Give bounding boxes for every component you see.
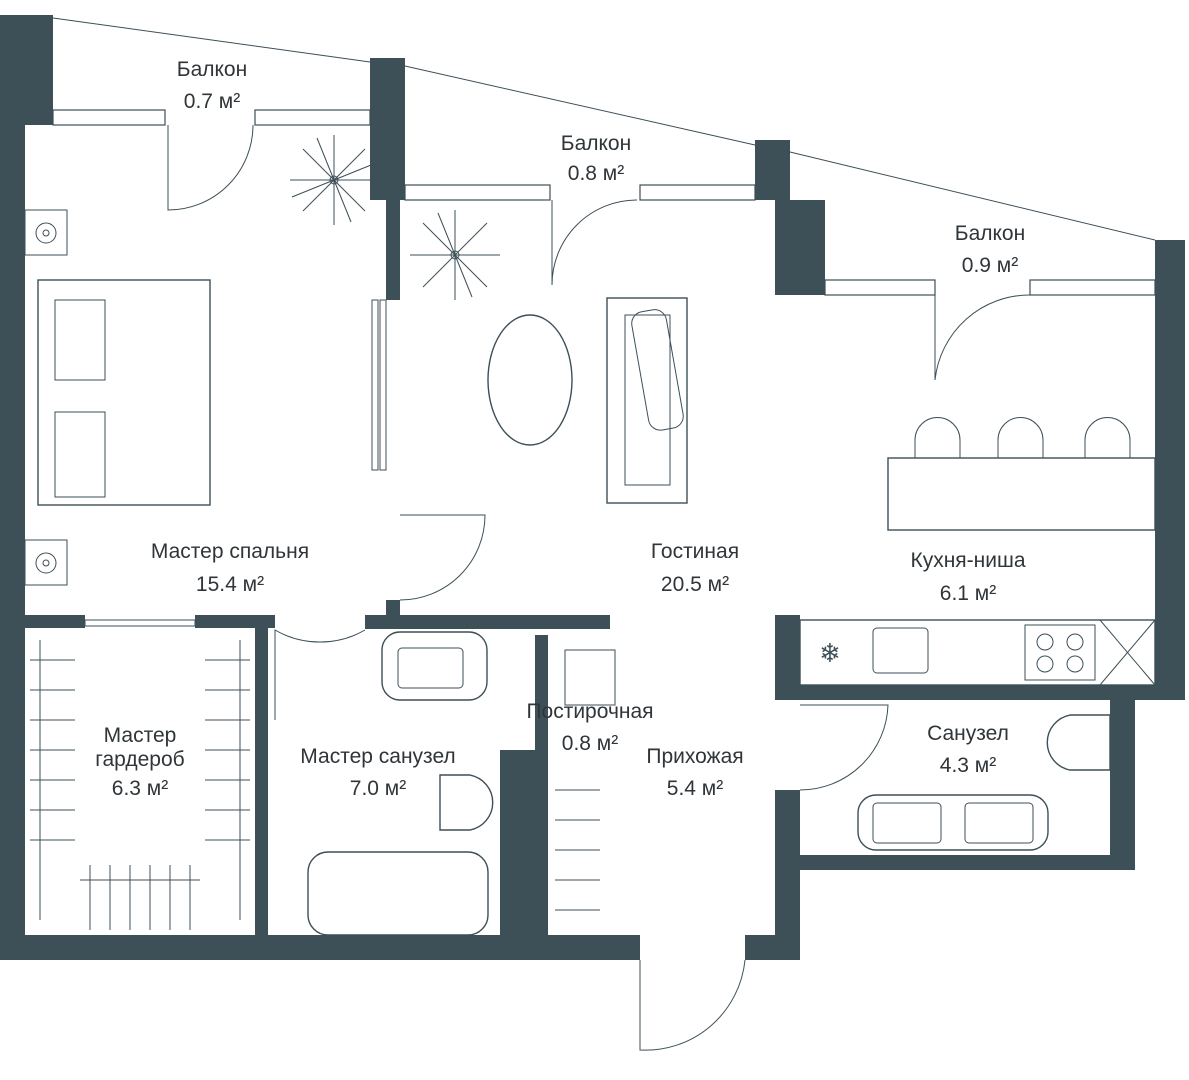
room-name: Прихожая <box>646 745 743 768</box>
fridge-icon: ❄ <box>819 639 841 669</box>
room-area: 7.0 м² <box>350 777 406 800</box>
room-name: Санузел <box>927 722 1009 745</box>
room-labels: Балкон 0.7 м² Балкон 0.8 м² Балкон 0.9 м… <box>95 58 1026 800</box>
room-area: 0.7 м² <box>184 90 240 113</box>
room-area: 0.8 м² <box>568 162 624 185</box>
room-area: 6.3 м² <box>112 777 168 800</box>
room-name: Балкон <box>177 58 247 81</box>
room-area: 0.8 м² <box>562 732 618 755</box>
room-area: 5.4 м² <box>667 777 723 800</box>
sink-icon <box>964 802 1034 844</box>
room-area: 6.1 м² <box>940 582 996 605</box>
room-name: Балкон <box>955 222 1025 245</box>
plant-icon <box>410 210 500 300</box>
sofa-icon <box>606 297 688 504</box>
room-name: Гостиная <box>651 540 739 563</box>
room-area: 15.4 м² <box>196 573 264 596</box>
walls <box>0 15 1185 960</box>
furniture: ❄ <box>24 135 1156 936</box>
balcony-edge <box>52 17 1156 241</box>
room-name: Кухня-ниша <box>910 549 1025 572</box>
washer-icon <box>564 649 616 706</box>
sink-icon <box>381 631 488 701</box>
sink-icon <box>872 802 942 844</box>
windows <box>52 109 1156 296</box>
room-name: Мастер спальня <box>151 540 309 563</box>
bathtub-icon <box>307 851 489 936</box>
toilet-icon <box>1046 714 1111 771</box>
room-area: 20.5 м² <box>661 573 729 596</box>
wardrobe-hangers <box>30 640 600 930</box>
room-name: Мастер санузел <box>300 745 455 768</box>
toilet-icon <box>439 774 494 831</box>
room-name: Мастер <box>104 724 177 747</box>
plant-icon <box>290 135 378 225</box>
room-name: Постирочная <box>526 700 653 723</box>
room-name: гардероб <box>95 748 184 771</box>
bed-icon <box>37 279 211 506</box>
stove-icon <box>1024 624 1096 681</box>
sink-icon <box>872 627 929 674</box>
table-icon <box>487 314 573 446</box>
doors <box>84 124 1031 1051</box>
room-area: 0.9 м² <box>962 254 1018 277</box>
bar-counter <box>887 457 1156 531</box>
room-name: Балкон <box>561 132 631 155</box>
room-area: 4.3 м² <box>940 754 996 777</box>
